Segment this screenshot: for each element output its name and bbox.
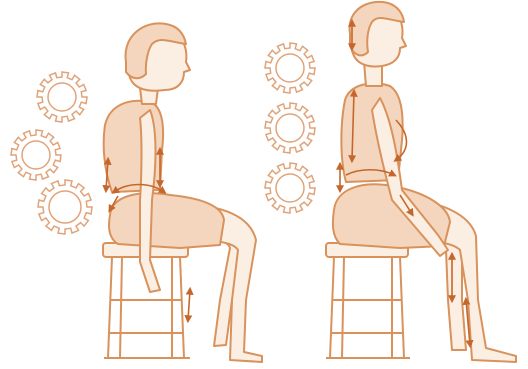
stool [326, 243, 410, 358]
upright-body [333, 2, 516, 362]
slouched-figure-panel [11, 23, 262, 362]
gear-icon [265, 43, 315, 93]
gear-icon [38, 180, 92, 234]
upright-figure-panel [265, 2, 516, 362]
gear-icon [265, 103, 315, 153]
gear-icon [265, 163, 315, 213]
gear-icon [11, 130, 61, 180]
gear-icon [37, 72, 87, 122]
